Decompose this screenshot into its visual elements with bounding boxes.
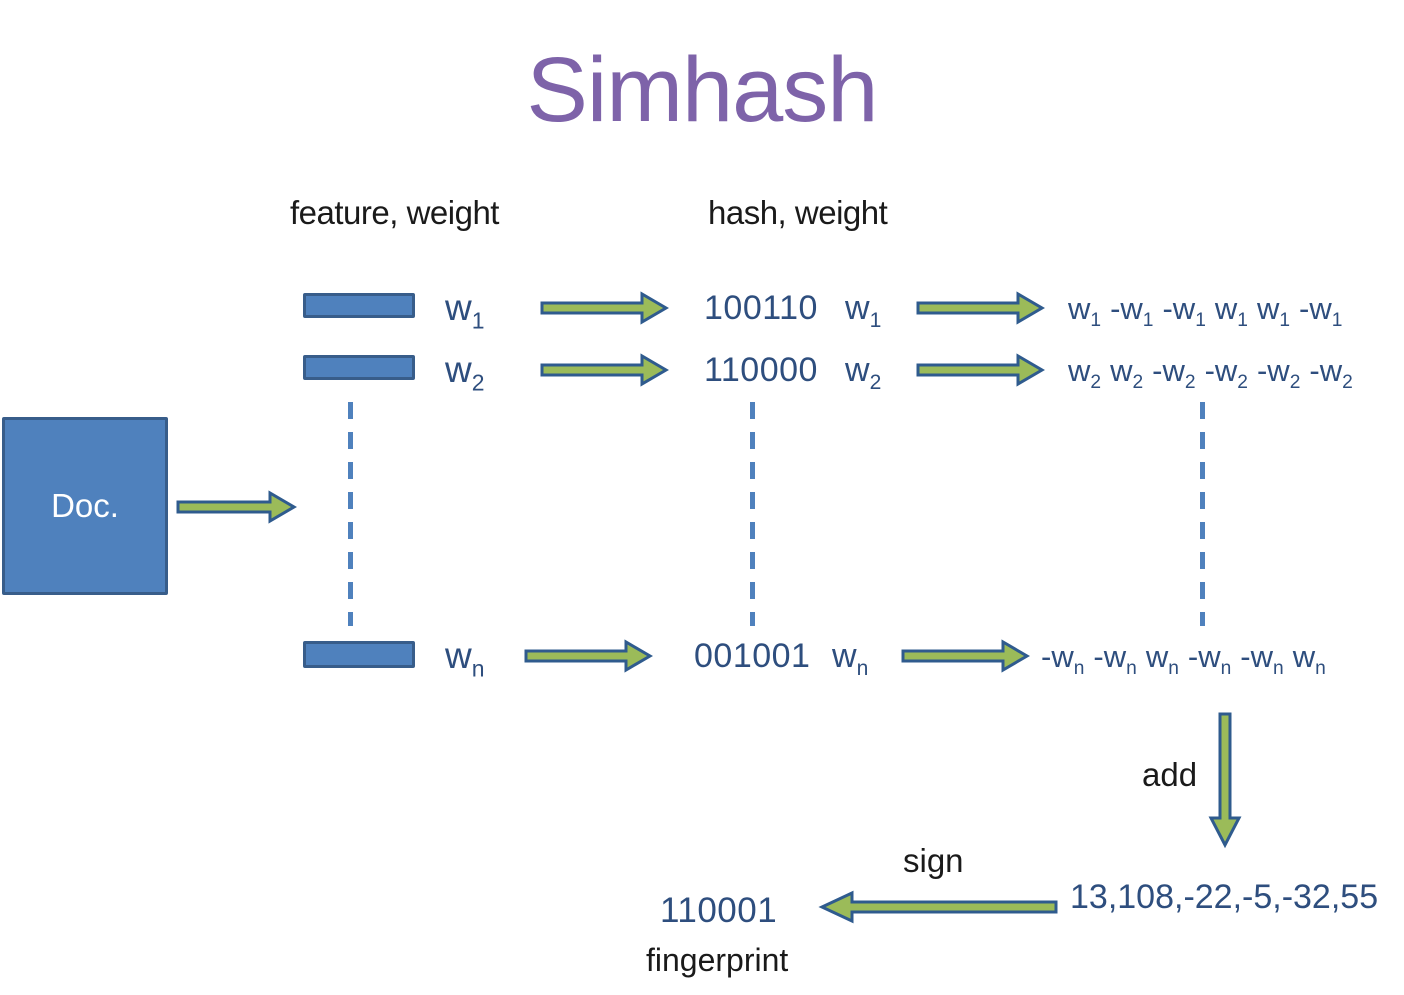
hash-bits: 100110 bbox=[704, 289, 818, 327]
arrow-right-icon bbox=[176, 490, 297, 524]
bit-weight-token: -wn bbox=[1093, 639, 1137, 680]
feature-weight-label: w2 bbox=[445, 349, 485, 396]
bit-weight-token: wn bbox=[1292, 639, 1326, 680]
arrow-right-icon bbox=[540, 291, 669, 325]
bit-weight-token: -wn bbox=[1187, 639, 1232, 680]
feature-weight-header: feature, weight bbox=[290, 194, 499, 231]
doc-box: Doc. bbox=[2, 417, 168, 595]
feature-weight-label: w1 bbox=[445, 287, 485, 334]
bit-weight-token: -w1 bbox=[1162, 291, 1206, 332]
arrow-right-icon bbox=[916, 353, 1045, 387]
arrow-right-icon bbox=[524, 639, 653, 673]
dashed-line bbox=[1200, 402, 1205, 626]
bit-weight-token: -w2 bbox=[1152, 353, 1196, 394]
bit-weight-token: -w2 bbox=[1256, 353, 1301, 394]
feature-weight-label: wn bbox=[445, 635, 485, 682]
bit-weight-token: -w2 bbox=[1309, 353, 1353, 394]
bit-weight-token: wn bbox=[1145, 639, 1179, 680]
add-label: add bbox=[1142, 756, 1198, 793]
bit-weight-token: -w1 bbox=[1299, 291, 1343, 332]
fingerprint-value: 110001 bbox=[660, 891, 778, 930]
feature-bar bbox=[303, 293, 415, 318]
sum-vector: 13,108,-22,-5,-32,55 bbox=[1070, 878, 1379, 916]
bit-weight-token: -w2 bbox=[1204, 353, 1248, 394]
doc-label: Doc. bbox=[51, 487, 119, 524]
hash-weight-header: hash, weight bbox=[708, 194, 888, 231]
arrow-right-icon bbox=[540, 353, 669, 387]
dashed-line bbox=[750, 402, 755, 626]
fingerprint-label: fingerprint bbox=[646, 942, 789, 978]
bit-weight-token: -wn bbox=[1041, 639, 1085, 680]
bit-weight-token: w1 bbox=[1068, 291, 1102, 332]
bit-weight-token: w1 bbox=[1256, 291, 1291, 332]
sign-label: sign bbox=[903, 842, 964, 879]
hash-bits: 001001 bbox=[694, 637, 811, 675]
bit-weight-token: w1 bbox=[1214, 291, 1248, 332]
feature-bar bbox=[303, 641, 415, 668]
arrow-down-icon bbox=[1208, 712, 1242, 849]
bit-weight-token: w2 bbox=[1110, 353, 1144, 394]
hash-weight-label: wn bbox=[832, 637, 869, 680]
arrow-right-icon bbox=[901, 639, 1030, 673]
arrow-left-icon bbox=[818, 890, 1058, 924]
bit-weight-token: -wn bbox=[1240, 639, 1284, 680]
dashed-line bbox=[348, 402, 353, 626]
page-title: Simhash bbox=[526, 39, 879, 141]
feature-bar bbox=[303, 355, 415, 380]
bit-weight-token: w2 bbox=[1068, 353, 1102, 394]
hash-bits: 110000 bbox=[704, 351, 818, 389]
hash-weight-label: w1 bbox=[845, 289, 882, 332]
bit-weight-token: -w1 bbox=[1110, 291, 1154, 332]
arrow-right-icon bbox=[916, 291, 1045, 325]
hash-weight-label: w2 bbox=[845, 351, 882, 394]
